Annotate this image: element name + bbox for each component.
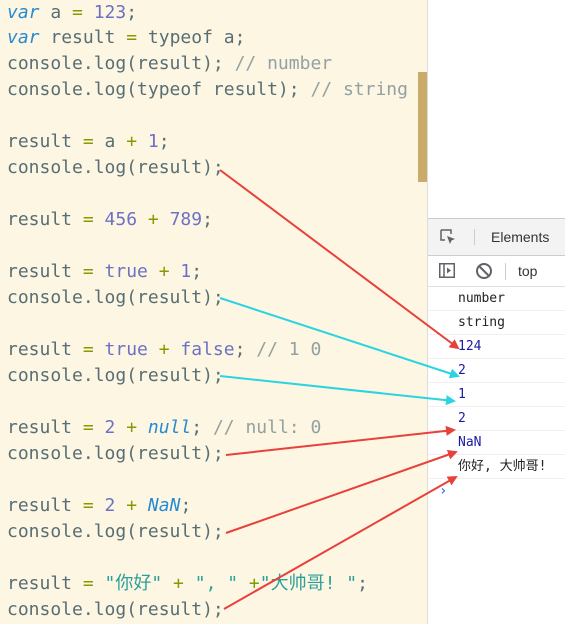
context-selector[interactable]: top [518, 263, 538, 279]
code-line-15: console.log(result); [7, 521, 224, 542]
code-line-1: var a = 123; [7, 2, 138, 23]
console-message: 2 [428, 359, 565, 383]
devtools-tab-bar: Elements [428, 219, 565, 256]
code-line-6: console.log(result); [7, 157, 224, 178]
console-message: 124 [428, 335, 565, 359]
console-prompt[interactable]: › [439, 483, 448, 499]
code-line-13: console.log(result); [7, 443, 224, 464]
console-message: 你好, 大帅哥! [428, 455, 565, 479]
code-line-5: result = a + 1; [7, 131, 170, 152]
code-line-7: result = 456 + 789; [7, 209, 213, 230]
console-message: 2 [428, 407, 565, 431]
code-line-4: console.log(typeof result); // string [7, 79, 408, 100]
code-line-10: result = true + false; // 1 0 [7, 339, 322, 360]
console-output: number string 124 2 1 2 NaN 你好, 大帅哥! › [428, 287, 565, 503]
code-line-2: var result = typeof a; [7, 27, 246, 48]
console-message: 1 [428, 383, 565, 407]
console-toolbar: top [428, 256, 565, 287]
toolbar-separator [505, 263, 506, 280]
tab-separator [474, 229, 475, 245]
code-line-3: console.log(result); // number [7, 53, 333, 74]
code-line-17: console.log(result); [7, 599, 224, 620]
devtools-panel: Elements top number string 124 2 1 2 NaN… [428, 0, 565, 624]
console-sidebar-icon[interactable] [439, 263, 455, 278]
inspect-element-icon[interactable] [439, 228, 457, 246]
editor-scroll-marker[interactable] [418, 72, 427, 182]
tab-elements[interactable]: Elements [491, 229, 550, 245]
console-message: string [428, 311, 565, 335]
console-message: number [428, 287, 565, 311]
code-line-12: result = 2 + null; // null: 0 [7, 417, 322, 438]
code-editor[interactable]: var a = 123; var result = typeof a; cons… [0, 0, 427, 624]
console-message: NaN [428, 431, 565, 455]
code-line-16: result = "你好" + ", " +"大帅哥! "; [7, 573, 368, 594]
devtools-empty-area [428, 0, 565, 219]
code-line-14: result = 2 + NaN; [7, 495, 192, 516]
clear-console-icon[interactable] [475, 262, 493, 280]
code-line-8: result = true + 1; [7, 261, 203, 282]
code-line-9: console.log(result); [7, 287, 224, 308]
code-line-11: console.log(result); [7, 365, 224, 386]
